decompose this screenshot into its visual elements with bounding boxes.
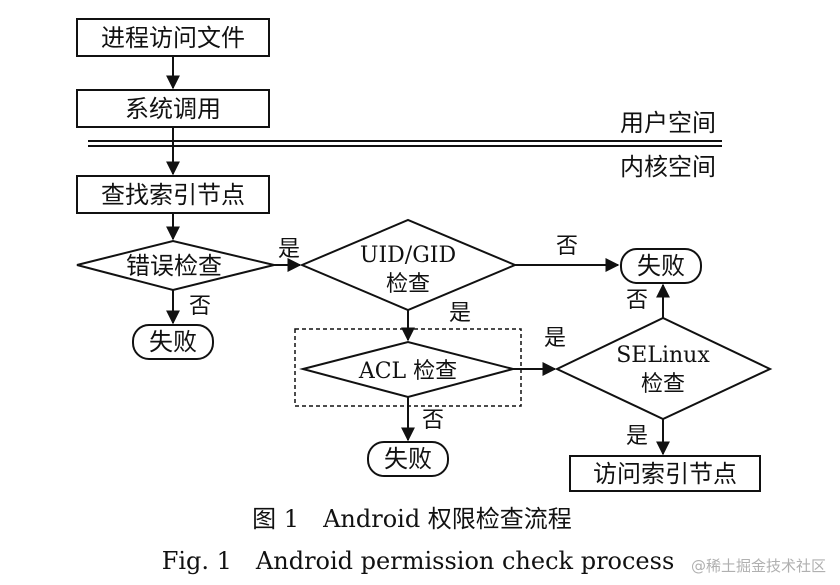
find-inode-box (76, 175, 270, 214)
fail-1-label: 失败 (149, 328, 197, 356)
fail-3-terminal (367, 441, 449, 477)
syscall-box (76, 89, 270, 128)
selinux-check-diamond (554, 316, 773, 421)
fail-1-terminal (132, 324, 214, 360)
selinux-check-label-2: 检查 (641, 372, 685, 397)
caption-en: Fig. 1 Android permission check process (162, 547, 675, 575)
space-divider (88, 140, 722, 147)
find-inode-label: 查找索引节点 (101, 181, 245, 209)
user-space-label: 用户空间 (620, 109, 716, 137)
syscall-label: 系统调用 (125, 95, 221, 123)
selinux-to-access-yes-label: 是 (626, 424, 648, 449)
kernel-space-label: 内核空间 (620, 153, 716, 181)
uid-to-acl-yes-label: 是 (449, 301, 471, 326)
access-inode-label: 访问索引节点 (593, 460, 737, 488)
uid-gid-check-label-1: UID/GID (360, 243, 456, 268)
caption-cn: 图 1 Android 权限检查流程 (252, 505, 572, 533)
acl-check-label: ACL 检查 (358, 359, 457, 384)
uid-to-fail-no-label: 否 (556, 234, 578, 259)
acl-to-fail-no-label: 否 (422, 408, 444, 433)
acl-to-selinux-yes-label: 是 (544, 326, 566, 351)
selinux-check-label-1: SELinux (616, 343, 710, 368)
fail-2-terminal (620, 248, 702, 284)
error-to-uid-yes-label: 是 (278, 237, 300, 262)
process-access-file-label: 进程访问文件 (101, 24, 245, 52)
process-access-file-box (76, 18, 270, 57)
selinux-to-fail-no-label: 否 (626, 288, 648, 313)
error-check-label: 错误检查 (126, 252, 222, 280)
fail-3-label: 失败 (384, 445, 432, 473)
watermark-text: @稀土掘金技术社区 (691, 557, 826, 575)
access-inode-box (569, 455, 761, 492)
error-to-fail-no-label: 否 (189, 294, 211, 319)
uid-gid-check-label-2: 检查 (386, 272, 430, 297)
fail-2-label: 失败 (637, 252, 685, 280)
